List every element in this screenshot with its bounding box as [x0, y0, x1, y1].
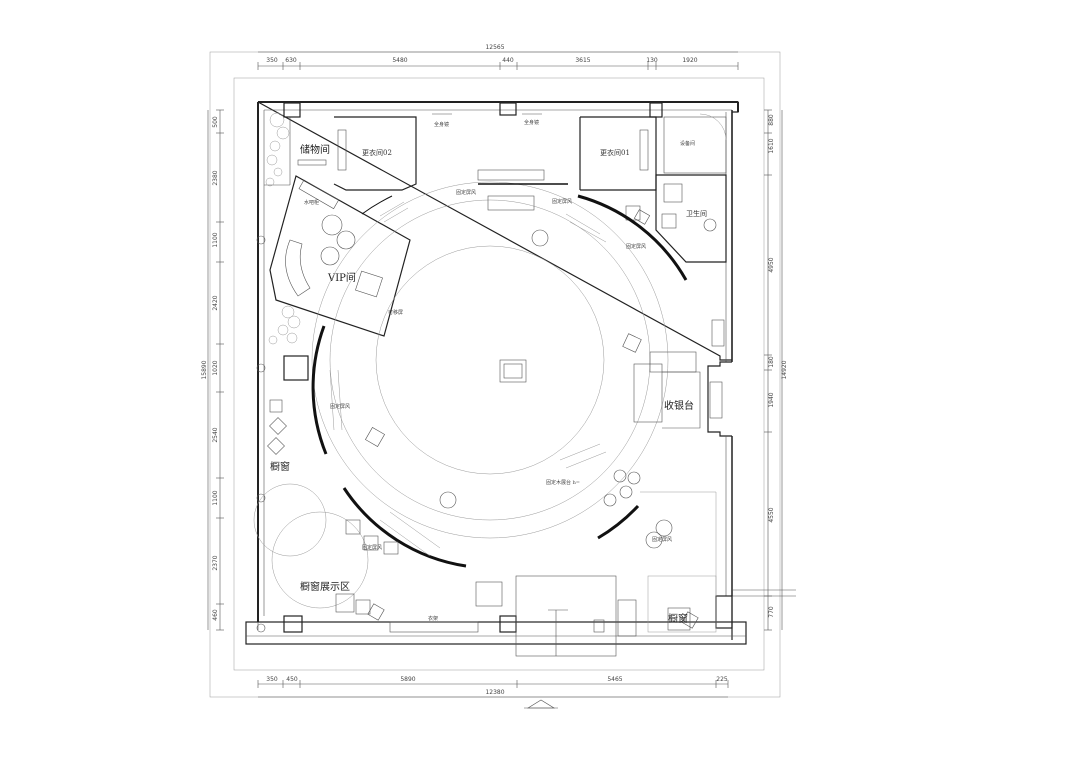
entrance: [515, 575, 637, 657]
top-dim-7: 1920: [682, 57, 697, 64]
bottom-total-dim: 12380: [485, 689, 504, 696]
cashier: 收银台: [633, 319, 725, 429]
bottom-right-window-label: 橱窗: [668, 612, 688, 625]
bottom-dim-3: 5890: [400, 676, 415, 683]
left-dim-3: 1100: [212, 232, 219, 247]
wood-platform-label: 固定木展台 h=: [546, 479, 580, 486]
left-window-label: 橱窗: [270, 460, 290, 473]
left-dim-4: 2420: [212, 295, 219, 310]
vip-room-label: VIP间: [327, 271, 356, 284]
changing-room-2: 更衣间02: [333, 116, 417, 191]
vip-room: 水吧柜 VIP间 可移屏: [269, 175, 411, 337]
window-display-area-label: 橱窗展示区: [300, 580, 350, 593]
plants-left: [265, 112, 301, 345]
right-dim-3: 4950: [768, 257, 775, 272]
right-dim-5: 1940: [768, 392, 775, 407]
equipment-room-label: 设备间: [680, 140, 695, 147]
lounge: [603, 469, 717, 596]
storage-room: 储物间: [264, 117, 330, 186]
right-total-dim: 14920: [781, 360, 788, 379]
right-dim-7: 770: [768, 606, 775, 618]
changing-room-2-label: 更衣间02: [362, 148, 392, 157]
restroom: 卫生间: [655, 174, 727, 263]
display-racks: [253, 201, 607, 609]
fixed-screen-left-label: 固定屏风: [330, 403, 350, 410]
outer-frame: [209, 51, 781, 698]
fixed-screens: [311, 183, 688, 568]
fixed-screen-top-right-label: 固定屏风: [552, 198, 572, 205]
right-dim-4: 180: [768, 356, 775, 368]
top-total-dim: 12565: [485, 44, 504, 51]
left-dim-8: 2370: [212, 555, 219, 570]
top-dim-3: 5480: [392, 57, 407, 64]
top-dim-4: 440: [502, 57, 514, 64]
right-dimension: 14920 880 1610 4950 180 1940 4550 770: [764, 109, 788, 631]
bottom-dimension: 350 450 5890 5465 225 12380: [257, 676, 729, 698]
central-display: [311, 169, 669, 539]
right-dim-2: 1610: [768, 138, 775, 153]
water-bar-label: 水吧柜: [304, 199, 319, 206]
changing-room-1-label: 更衣间01: [600, 148, 630, 157]
left-total-dim: 15890: [201, 360, 208, 379]
entrance-arrow-icon: [526, 699, 556, 709]
inner-frame: [233, 77, 765, 671]
top-dim-6: 130: [646, 57, 658, 64]
bottom-dim-5: 225: [716, 676, 728, 683]
changing-room-1: 更衣间01: [579, 116, 657, 191]
top-dim-2: 630: [285, 57, 297, 64]
movable-screen-label: 可移屏: [388, 309, 403, 316]
top-dim-1: 350: [266, 57, 278, 64]
top-dimension: 12565 350 630 5480 440 3615 130 1920: [257, 44, 739, 70]
left-dim-6: 2540: [212, 427, 219, 442]
fixed-screen-bottom-label: 固定屏风: [362, 544, 382, 551]
window-display-area: 衣架 橱窗展示区: [300, 519, 503, 633]
right-dim-6: 4550: [768, 507, 775, 522]
left-dimension: 15890 500 2380 1100 2420 1020 2540 1100 …: [201, 109, 224, 631]
left-dim-1: 500: [212, 116, 219, 128]
building-walls: [245, 101, 796, 645]
full-mirror-1-label: 全身镜: [434, 121, 449, 128]
bottom-dim-2: 450: [286, 676, 298, 683]
bottom-right-window: 橱窗: [647, 575, 717, 633]
restroom-label: 卫生间: [686, 209, 707, 218]
top-dim-5: 3615: [575, 57, 590, 64]
right-dim-1: 880: [768, 114, 775, 126]
full-mirror-2-label: 全身镜: [524, 119, 539, 126]
top-mirrors: 全身镜 全身镜: [432, 113, 542, 128]
left-dim-5: 1020: [212, 360, 219, 375]
left-dim-2: 2380: [212, 170, 219, 185]
shelf-label: 衣架: [428, 615, 438, 622]
bottom-dim-1: 350: [266, 676, 278, 683]
equipment-room: 设备间: [663, 113, 727, 174]
bottom-dim-4: 5465: [607, 676, 622, 683]
cashier-label: 收银台: [664, 399, 694, 412]
fixed-screen-top-label: 固定屏风: [456, 189, 476, 196]
fixed-screen-right-label: 固定屏风: [626, 243, 646, 250]
storage-room-label: 储物间: [300, 143, 330, 156]
left-dim-9: 460: [212, 609, 219, 621]
left-dim-7: 1100: [212, 490, 219, 505]
left-window: 橱窗: [267, 399, 290, 473]
